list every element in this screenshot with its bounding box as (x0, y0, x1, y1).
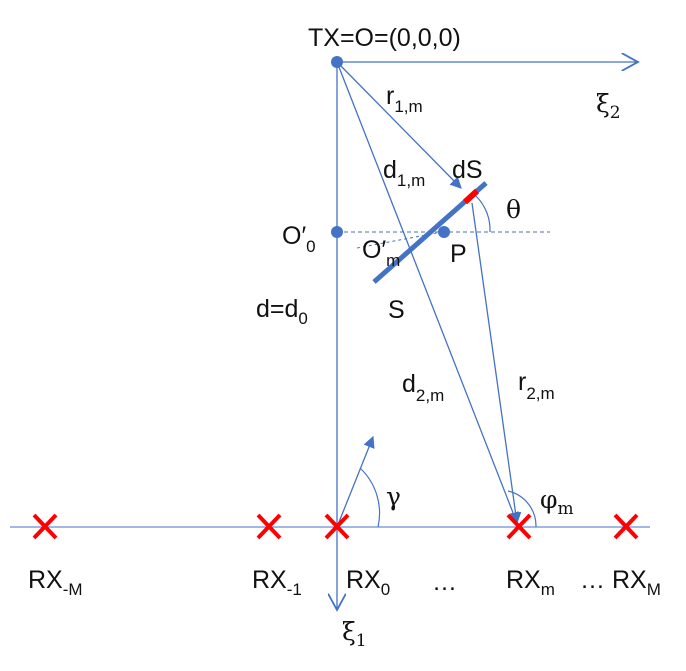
r1m-label: r1,m (386, 82, 423, 116)
p-label: P (450, 240, 467, 268)
s-label: S (388, 296, 405, 324)
phi-label: φm (540, 485, 574, 519)
ds-label: dS (452, 156, 483, 184)
d0-label: d=d0 (256, 295, 308, 328)
r2m-label: r2,m (518, 368, 555, 403)
rx-neg-M-label: RX-M (28, 566, 83, 599)
gamma-arc (359, 467, 381, 528)
tx-point (331, 56, 343, 68)
ds-patch (462, 188, 480, 205)
rx-0-label: RX0 (346, 566, 390, 599)
theta-label: θ (506, 195, 521, 224)
r1m-path (336, 61, 462, 189)
om-label: O′m (362, 236, 400, 270)
rx-m-label: RXm (506, 566, 555, 599)
d2m-label: d2,m (402, 370, 444, 405)
xi2-label: ξ2 (596, 89, 621, 123)
rx-marker-0 (324, 513, 350, 540)
phi-arc (507, 490, 537, 528)
p-point (438, 226, 450, 238)
d1m-path (336, 61, 519, 525)
dots-label-1: … (432, 568, 457, 596)
tx-label: TX=O=(0,0,0) (308, 24, 461, 52)
d1m-label: d1,m (383, 156, 425, 190)
o0-label: O′0 (282, 222, 316, 256)
xi1-label: ξ1 (342, 617, 367, 651)
rx-marker-neg-1 (256, 513, 282, 540)
theta-arc (475, 195, 491, 233)
dots-label-2: … (580, 566, 605, 594)
gamma-label: γ (386, 482, 401, 511)
rx-M-label: RXM (612, 566, 661, 599)
rx-marker-m (506, 513, 532, 540)
rx-marker-M (613, 513, 639, 540)
gamma-vector (336, 435, 375, 528)
rx-marker-neg-M (32, 513, 58, 540)
r2m-path (471, 202, 522, 525)
o0-point (331, 226, 343, 238)
rx-neg-1-label: RX-1 (252, 566, 302, 599)
